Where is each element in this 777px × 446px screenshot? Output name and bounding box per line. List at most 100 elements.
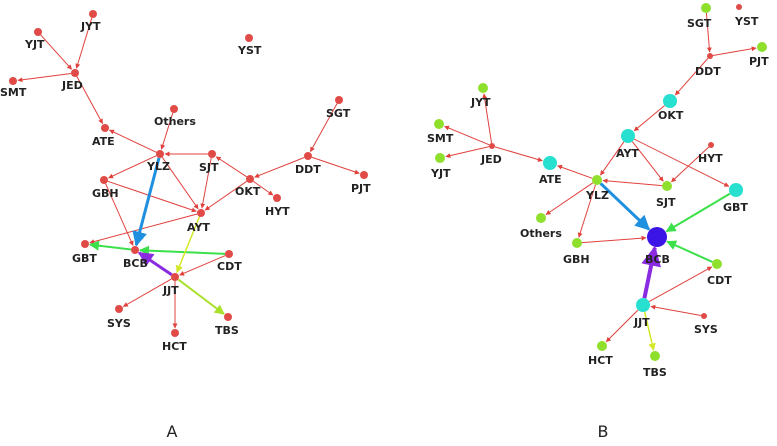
panel-a-edges: [17, 17, 360, 329]
node-label-jed: JED: [61, 79, 83, 92]
node-sys: [701, 313, 707, 319]
edge-ylz-to-bcb: [599, 182, 651, 231]
edge-jed-to-smt: [17, 73, 72, 83]
edge-ddt-to-okt: [254, 157, 305, 178]
node-hct: [171, 329, 179, 337]
panel-a-label: A: [167, 422, 178, 441]
edge-jjt-to-bcb: [641, 245, 661, 299]
node-ayt: [197, 209, 205, 217]
edge-jed-to-ate: [76, 76, 104, 125]
node-ddt: [707, 53, 713, 59]
node-label-ayt: AYT: [187, 221, 210, 234]
node-tbs: [224, 313, 232, 321]
edge-yjt-to-jed: [40, 34, 73, 70]
edge-ayt-to-jjt: [175, 216, 201, 274]
node-sgt: [335, 96, 343, 104]
node-okt: [246, 175, 254, 183]
node-label-yjt: YJT: [430, 167, 451, 180]
edge-jed-to-ate: [494, 146, 543, 162]
node-label-sys: SYS: [694, 323, 718, 336]
edge-sjt-to-ayt: [200, 157, 212, 209]
node-label-pjt: PJT: [749, 55, 769, 68]
node-cdt: [225, 250, 233, 258]
node-bcb: [647, 227, 667, 247]
node-hct: [597, 341, 607, 351]
edge-okt-to-ayt: [633, 105, 665, 132]
edge-jed-to-smt: [444, 125, 490, 146]
edge-ylz-to-gbh: [577, 184, 596, 238]
node-label-jjt: JJT: [162, 284, 179, 297]
node-jyt: [478, 83, 488, 93]
node-label-okt: OKT: [658, 109, 684, 122]
node-label-ayt: AYT: [616, 147, 639, 160]
edge-ayt-to-sjt: [631, 141, 664, 182]
node-label-hct: HCT: [588, 354, 613, 367]
edge-jjt-to-hct: [605, 309, 639, 343]
node-label-tbs: TBS: [643, 366, 667, 379]
node-label-hyt: HYT: [698, 152, 723, 165]
panel-b-edges: [444, 12, 757, 351]
node-label-tbs: TBS: [215, 324, 239, 337]
edge-ylz-to-others: [545, 182, 594, 216]
node-others: [536, 213, 546, 223]
node-hyt: [273, 194, 281, 202]
node-label-sjt: SJT: [656, 196, 676, 209]
edge-okt-to-ayt: [204, 180, 247, 211]
edge-ayt-to-gbt: [89, 213, 198, 244]
node-label-hyt: HYT: [265, 205, 290, 218]
edge-ylz-to-ayt: [161, 156, 199, 210]
node-label-okt: OKT: [235, 185, 261, 198]
node-ylz: [592, 175, 602, 185]
node-smt: [9, 77, 17, 85]
edge-gbh-to-ayt: [107, 180, 197, 213]
node-yst: [245, 34, 253, 42]
edge-sjt-to-ylz: [602, 178, 663, 187]
edge-ayt-to-ylz: [600, 141, 625, 176]
node-ate: [543, 156, 557, 170]
edge-ylz-to-bcb: [132, 157, 161, 247]
node-label-ddt: DDT: [295, 163, 321, 176]
node-jjt: [171, 273, 179, 281]
node-yjt: [34, 28, 42, 36]
node-sys: [115, 305, 123, 313]
edge-jed-to-jyt: [482, 93, 493, 144]
node-label-gbh: GBH: [563, 253, 590, 266]
edge-ddt-to-okt: [674, 57, 709, 96]
node-label-others: Others: [520, 227, 562, 240]
edge-okt-to-sjt: [215, 156, 247, 178]
node-label-ddt: DDT: [695, 65, 721, 78]
node-label-ylz: YLZ: [146, 160, 170, 173]
node-others: [170, 105, 178, 113]
node-label-jjt: JJT: [633, 316, 650, 329]
edge-gbt-to-bcb: [665, 192, 731, 233]
edge-sgt-to-ddt: [309, 103, 338, 153]
edge-sys-to-jjt: [650, 304, 702, 316]
node-smt: [434, 119, 444, 129]
node-pjt: [757, 42, 767, 52]
edge-jyt-to-jed: [75, 17, 93, 69]
node-ddt: [304, 152, 312, 160]
node-label-smt: SMT: [0, 86, 27, 99]
node-yjt: [435, 153, 445, 163]
edge-cdt-to-bcb: [666, 240, 713, 263]
node-label-others: Others: [154, 115, 196, 128]
edge-okt-to-hyt: [252, 180, 274, 196]
node-label-gbt: GBT: [72, 252, 97, 265]
node-okt: [663, 94, 677, 108]
node-label-bcb: BCB: [645, 253, 670, 266]
node-jjt: [636, 298, 650, 312]
node-label-sgt: SGT: [326, 107, 351, 120]
edge-jjt-to-tbs: [643, 311, 656, 351]
node-ylz: [156, 150, 164, 158]
node-label-bcb: BCB: [123, 257, 148, 270]
node-sgt: [701, 3, 711, 13]
node-label-sys: SYS: [107, 317, 131, 330]
node-gbt: [81, 240, 89, 248]
node-label-pjt: PJT: [351, 182, 371, 195]
node-label-ylz: YLZ: [585, 189, 609, 202]
edge-sgt-to-ddt: [705, 12, 712, 53]
node-label-jyt: JYT: [80, 20, 101, 33]
